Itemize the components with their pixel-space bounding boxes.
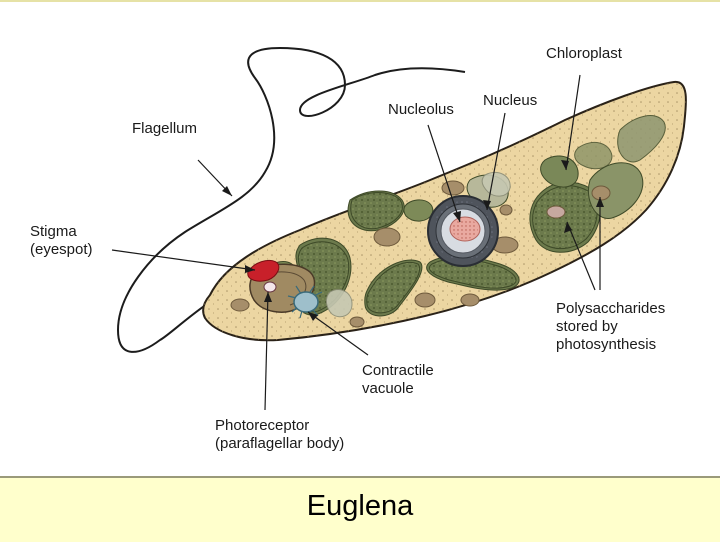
label-polysaccharides-line3: photosynthesis <box>556 336 657 353</box>
contractile-vacuole <box>287 285 323 319</box>
label-chloroplast: Chloroplast <box>546 45 622 62</box>
label-stigma: Stigma (eyespot) <box>30 223 93 259</box>
photoreceptor <box>263 281 277 293</box>
label-nucleolus: Nucleolus <box>388 101 454 118</box>
label-photoreceptor: Photoreceptor (paraflagellar body) <box>215 417 344 453</box>
label-contractile-line2: vacuole <box>362 380 414 397</box>
flagellum <box>116 46 466 353</box>
label-stigma-line2: (eyespot) <box>30 241 93 258</box>
cytoplasm-vacuoles <box>325 171 511 318</box>
euglena-diagram <box>111 46 687 411</box>
label-polysaccharides: Polysaccharides stored by photosynthesis <box>556 300 665 354</box>
label-polysaccharides-line2: stored by <box>556 318 618 335</box>
label-contractile-line1: Contractile <box>362 362 434 379</box>
label-photoreceptor-line1: Photoreceptor <box>215 417 310 434</box>
leader-lines <box>111 74 601 411</box>
label-stigma-line1: Stigma <box>30 223 77 240</box>
label-flagellum: Flagellum <box>132 120 198 137</box>
top-rule <box>0 0 720 2</box>
slide-title: Euglena <box>306 490 414 522</box>
label-photoreceptor-line2: (paraflagellar body) <box>215 435 345 452</box>
label-polysaccharides-line1: Polysaccharides <box>556 300 666 317</box>
stigma <box>247 259 280 282</box>
label-nucleus: Nucleus <box>483 92 538 109</box>
label-contractile-vacuole: Contractile vacuole <box>362 362 434 398</box>
title-bar: Euglena <box>0 476 720 542</box>
arrowheads <box>222 160 604 321</box>
